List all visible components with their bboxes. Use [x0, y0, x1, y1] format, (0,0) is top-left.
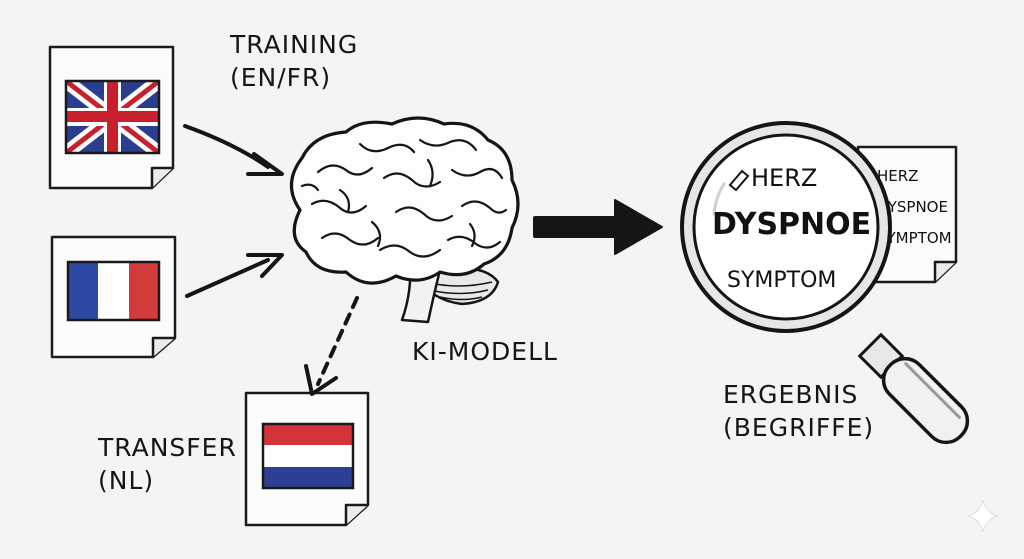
transfer-label: TRANSFER (NL)	[98, 431, 237, 497]
arrow-model-to-result	[533, 199, 663, 255]
result-label-line1: ERGEBNIS	[723, 380, 859, 409]
training-label-line1: TRAINING	[230, 30, 359, 59]
paper-term-3: SYMPTOM	[877, 229, 952, 247]
en-document	[48, 45, 175, 190]
sparkle-icon	[967, 499, 999, 533]
training-label: TRAINING (EN/FR)	[230, 28, 358, 94]
fr-document	[50, 235, 177, 359]
arrow-model-to-nl-dashed	[304, 296, 359, 396]
paper-term-1: HERZ	[877, 167, 918, 185]
netherlands-flag	[261, 422, 355, 490]
magnifying-glass-icon: HERZ DYSPNOE SYMPTOM	[680, 121, 970, 445]
france-flag	[66, 260, 161, 322]
result-label: ERGEBNIS (BEGRIFFE)	[723, 378, 874, 444]
nl-document	[244, 391, 370, 527]
model-label-text: KI-MODELL	[412, 337, 558, 366]
arrow-fr-to-model	[185, 253, 284, 298]
training-label-line2: (EN/FR)	[230, 63, 332, 92]
lens-term-1: HERZ	[751, 164, 817, 192]
model-label: KI-MODELL	[412, 335, 558, 368]
result-label-line2: (BEGRIFFE)	[723, 413, 875, 442]
transfer-label-line2: (NL)	[98, 466, 155, 495]
lens-term-2: DYSPNOE	[712, 207, 871, 242]
arrow-en-to-model	[183, 124, 284, 176]
paper-term-2: DYSPNOE	[877, 198, 948, 216]
transfer-label-line1: TRANSFER	[98, 433, 237, 462]
united-kingdom-flag	[64, 79, 161, 155]
brain-icon	[289, 116, 520, 324]
lens-term-3: SYMPTOM	[727, 268, 836, 293]
